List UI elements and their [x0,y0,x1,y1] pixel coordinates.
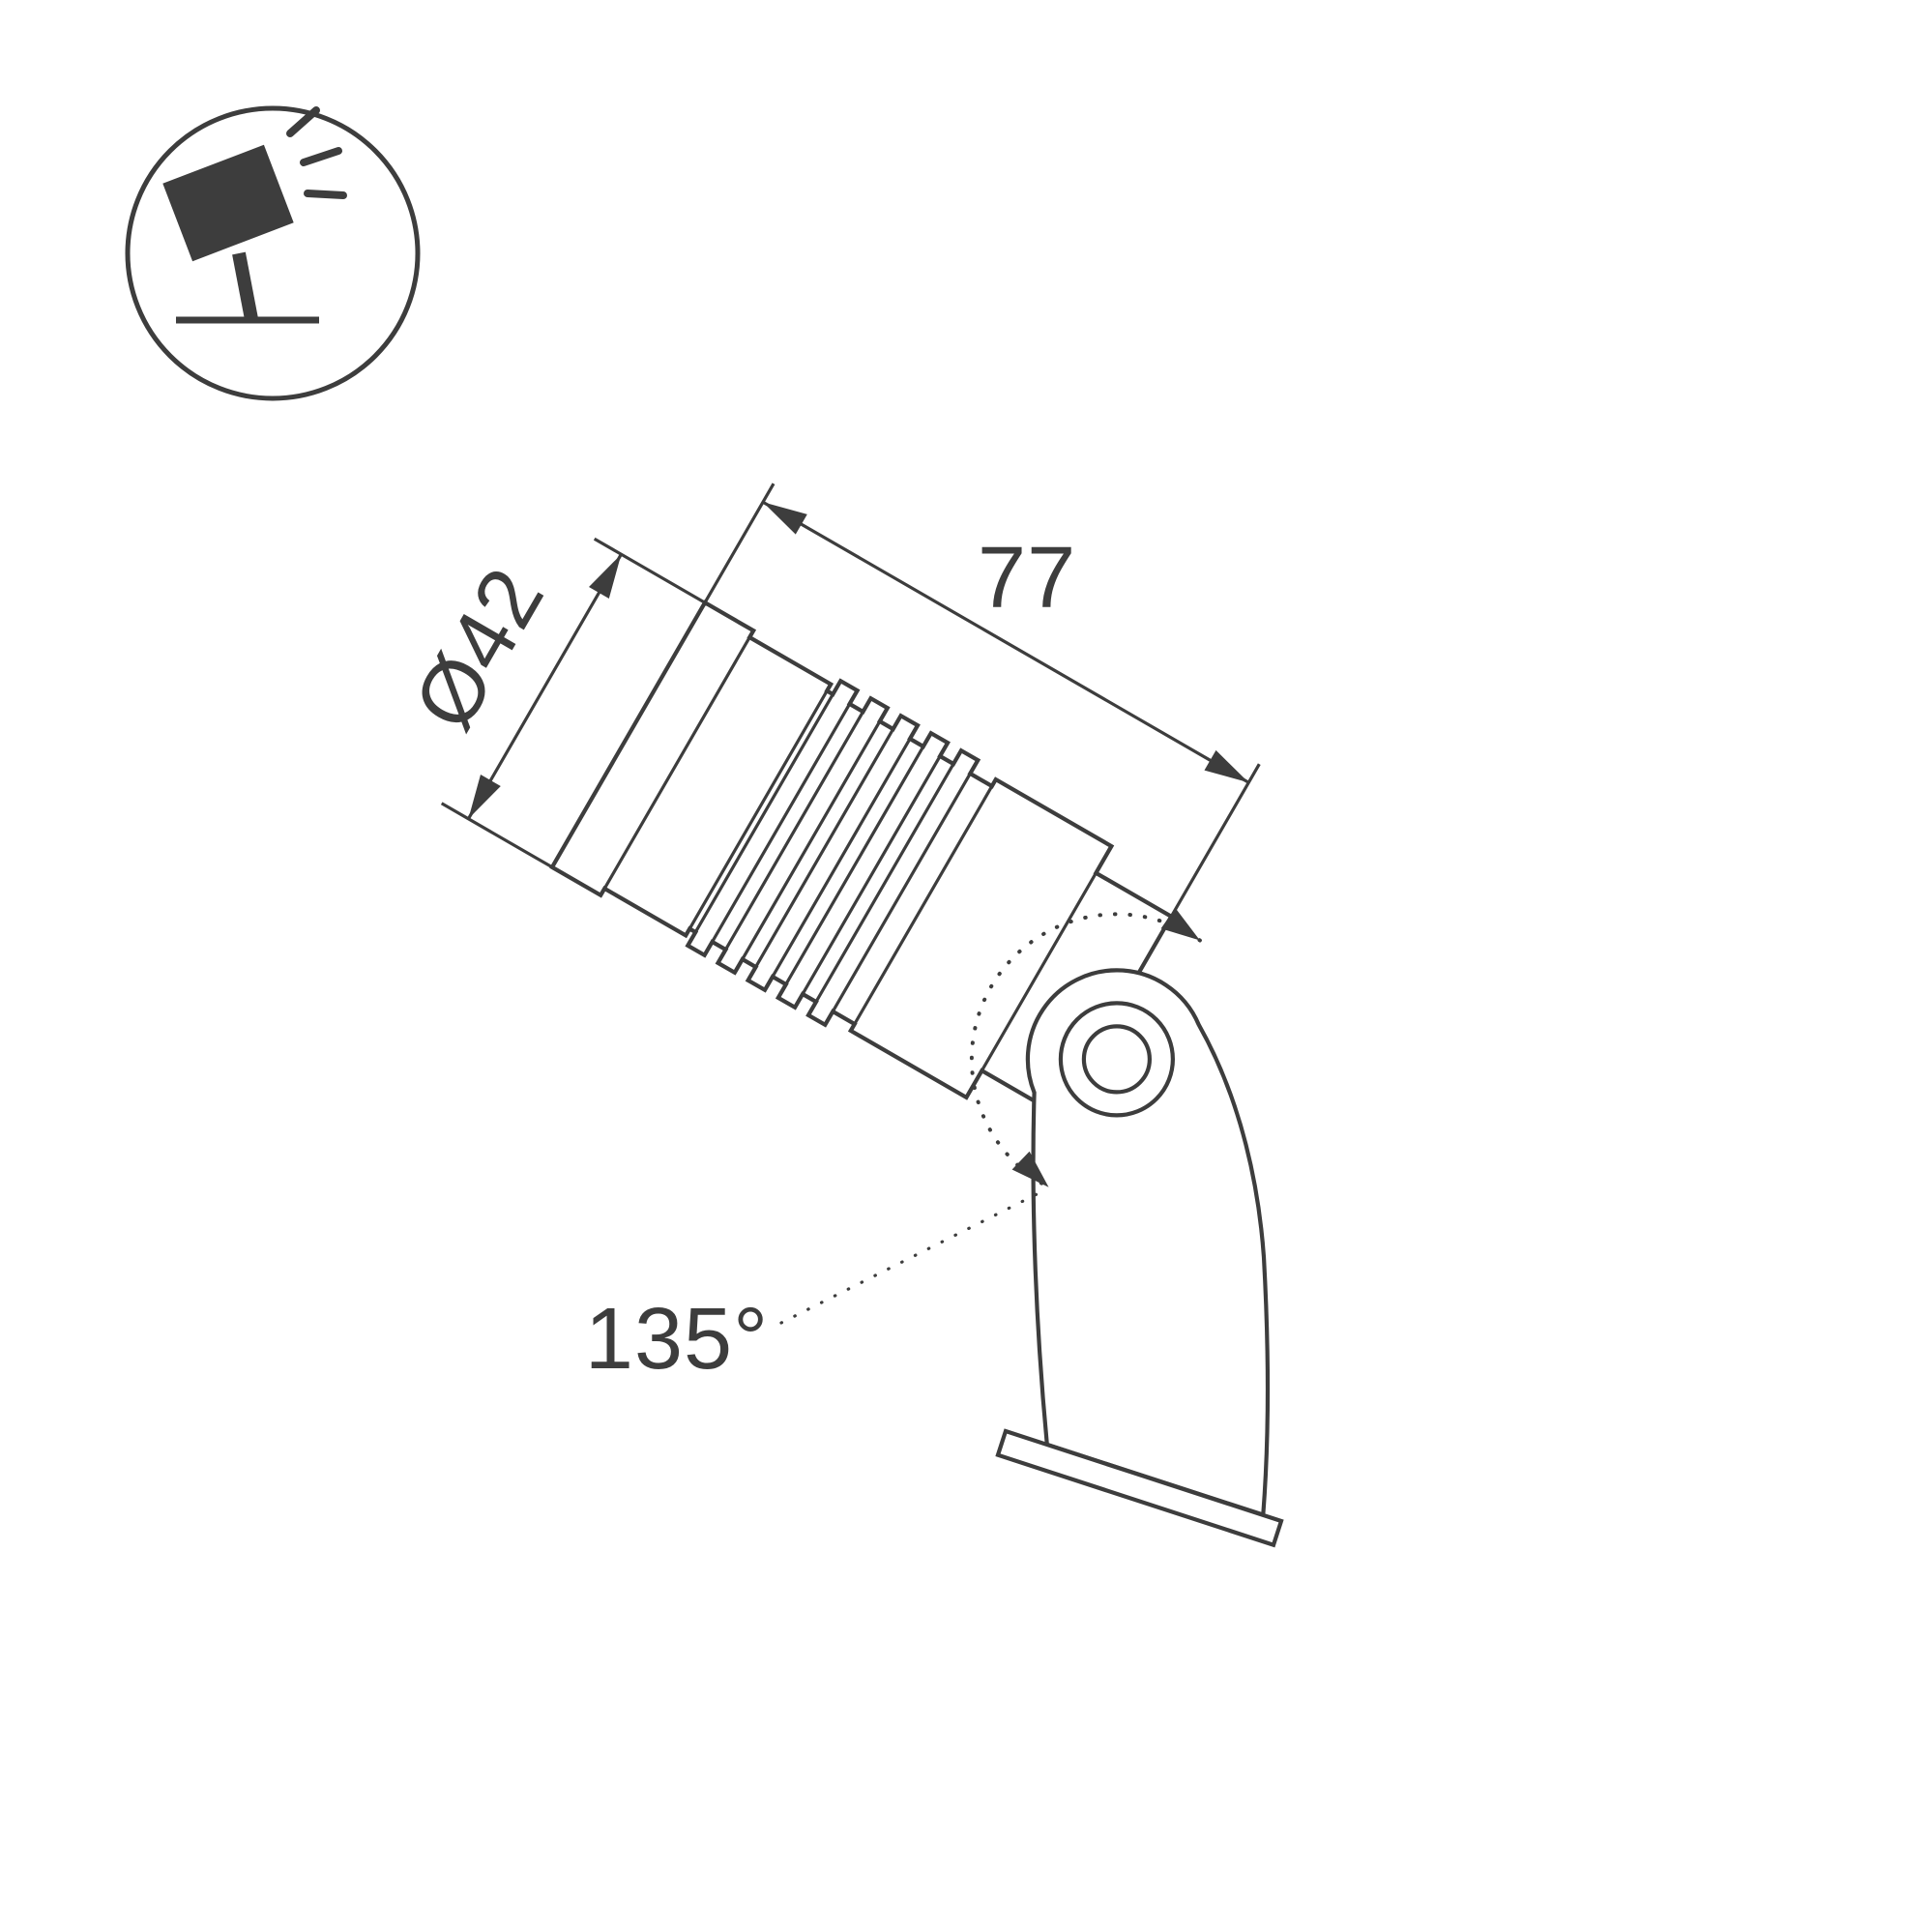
diameter-arrowhead-bottom [468,775,501,819]
icon-circle-border [125,105,421,401]
length-dimension: 77 [703,483,1261,918]
mounting-base-plate [995,1428,1284,1548]
length-arrowhead-rear [1204,749,1249,783]
swing-arc-arrowhead-bottom [1011,1151,1049,1187]
length-dimension-line [762,500,1250,784]
angle-label: 135° [585,1291,769,1388]
length-arrowhead-front [763,502,807,535]
diameter-extension-lines [440,537,706,869]
diameter-dimension-label: Ø42 [395,552,563,746]
angle-annotation: 135° [585,1187,1048,1388]
body-section-lines [599,629,1113,1098]
pivot-joint-inner [1081,1024,1153,1095]
diameter-dimension-line [467,553,623,820]
length-dimension-label: 77 [978,530,1076,627]
icon-stem [232,251,258,321]
length-extension-lines [703,483,1261,918]
angle-leader-line [779,1187,1048,1325]
icon-light-rays [286,106,347,199]
diameter-arrowhead-top [589,554,622,599]
spotlight-type-icon [125,105,421,401]
swing-range-arc [969,912,1202,1189]
icon-lamp-head [162,144,294,262]
